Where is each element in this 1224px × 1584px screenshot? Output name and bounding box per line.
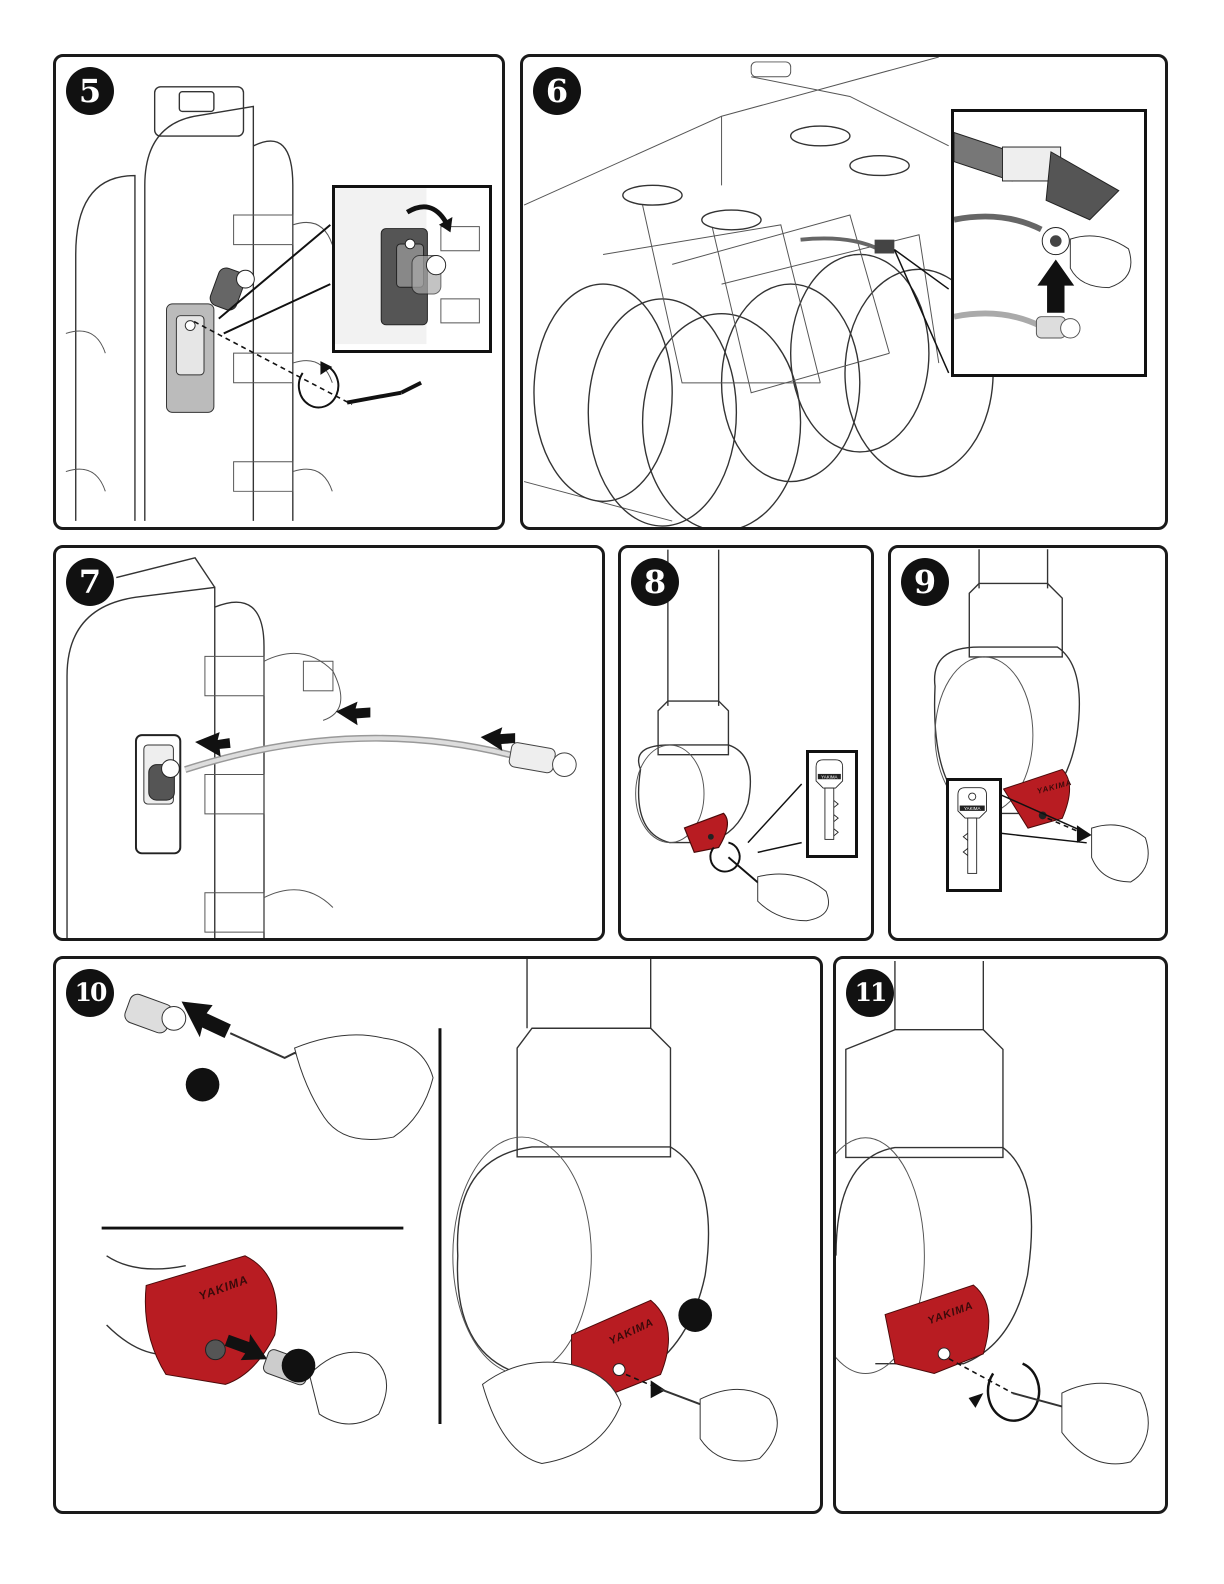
substep-c-marker xyxy=(678,1298,712,1332)
allen-key-icon xyxy=(347,383,421,403)
svg-text:YAKIMA: YAKIMA xyxy=(964,806,981,811)
hand-icon xyxy=(483,1362,621,1463)
step-9-panel: 9 YAKIMA YAKIMA xyxy=(888,545,1168,941)
step-7-panel: 7 xyxy=(53,545,605,941)
step-10-badge: 10 xyxy=(66,969,114,1017)
step-11-illustration: YAKIMA xyxy=(836,959,1165,1511)
hand-icon xyxy=(295,1035,433,1140)
hand-icon xyxy=(700,1389,777,1461)
step-5-badge: 5 xyxy=(66,67,114,115)
step-7-illustration xyxy=(56,548,602,938)
substep-a-marker xyxy=(186,1068,220,1102)
rotate-arrow-icon xyxy=(988,1364,1039,1421)
push-arrow-icon xyxy=(1037,259,1074,312)
step-7-badge: 7 xyxy=(66,558,114,606)
rotate-arrow-icon xyxy=(299,365,338,407)
step-11-panel: 11 YAKIMA xyxy=(833,956,1168,1514)
push-arrow-icon xyxy=(1077,825,1092,843)
step-5-panel: 5 xyxy=(53,54,505,530)
hand-icon xyxy=(1092,825,1149,882)
step-8-key-inset: YAKIMA xyxy=(806,750,858,858)
step-8-panel: 8 YAKIMA xyxy=(618,545,874,941)
hand-icon xyxy=(1070,236,1131,288)
step-9-badge: 9 xyxy=(901,558,949,606)
hand-icon xyxy=(758,874,829,921)
step-6-inset xyxy=(951,109,1147,377)
step-10-panel: 10 YAKIMA YAKIMA xyxy=(53,956,823,1514)
key-icon: YAKIMA xyxy=(809,753,855,855)
step-6-panel: 6 xyxy=(520,54,1168,530)
hand-icon xyxy=(309,1352,386,1424)
svg-text:YAKIMA: YAKIMA xyxy=(821,774,837,779)
step-5-inset xyxy=(332,185,492,353)
substep-b-marker xyxy=(282,1349,316,1383)
step-9-key-inset: YAKIMA xyxy=(946,778,1002,892)
step-6-badge: 6 xyxy=(533,67,581,115)
hand-icon xyxy=(1062,1383,1148,1464)
lock-cylinder-icon xyxy=(208,266,254,313)
step-8-badge: 8 xyxy=(631,558,679,606)
step-9-illustration: YAKIMA xyxy=(891,548,1165,938)
step-8-illustration xyxy=(621,548,871,938)
step-10-illustration: YAKIMA YAKIMA xyxy=(56,959,820,1511)
push-arrow-icon xyxy=(195,732,230,757)
lock-cylinder-icon xyxy=(123,992,186,1035)
push-arrow-icon xyxy=(336,702,370,726)
step-11-badge: 11 xyxy=(846,969,894,1017)
key-icon: YAKIMA xyxy=(949,781,999,889)
